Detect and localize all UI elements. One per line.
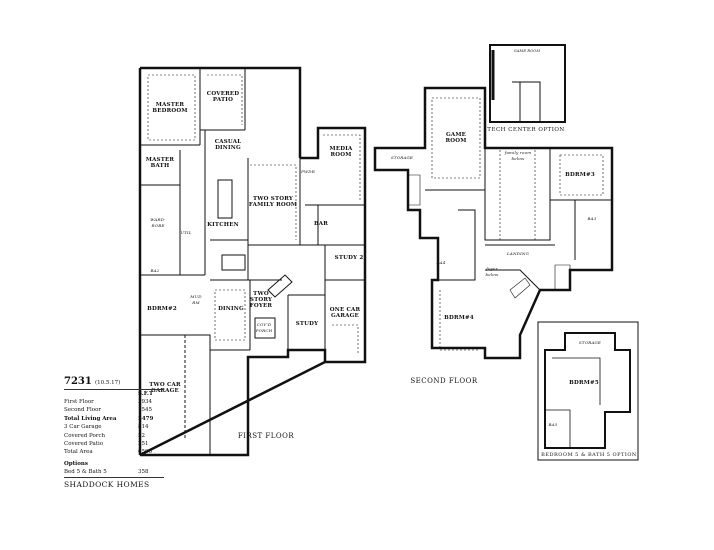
room-storage: STORAGE	[390, 155, 414, 160]
area-label: First Floor	[64, 399, 94, 405]
foyer-below-note: foyer below	[485, 266, 499, 277]
room-dining: DINING	[218, 306, 244, 312]
room-two-story-foyer: TWO STORY FOYER	[249, 291, 273, 309]
area-value: 1545	[138, 407, 152, 414]
area-value: 52	[138, 432, 145, 439]
room-bedroom-4: BDRM#4	[444, 315, 474, 321]
area-value: 3934	[138, 399, 152, 405]
area-value: 5479	[138, 415, 154, 422]
bed5-option-drawing	[544, 332, 631, 449]
room-bedroom-5: BDRM#5	[569, 380, 599, 386]
room-study-2: STUDY 2	[334, 255, 364, 261]
room-game-room: GAME ROOM	[445, 132, 467, 144]
room-bedroom-3: BDRM#3	[565, 172, 595, 178]
area-value: 251	[138, 440, 149, 447]
room-two-car-garage: TWO CAR GARAGE	[149, 382, 181, 394]
bed5-option-caption: BEDROOM 5 & BATH 5 OPTION	[541, 452, 637, 458]
room-bath-4: BA4	[436, 260, 446, 265]
family-room-below-note: family room below	[504, 150, 532, 161]
options-title: Options	[64, 460, 164, 468]
room-master-bath: MASTER BATH	[145, 157, 175, 169]
area-row: Total Living Area 5479	[64, 415, 164, 423]
area-row: Covered Patio 251	[64, 440, 164, 448]
builder-name: SHADDOCK HOMES	[64, 479, 150, 489]
area-summary-table: 7231 (10.5.17) S.F.T First Floor 3934 Sec…	[64, 376, 164, 489]
room-bath-5: BA5	[548, 422, 558, 427]
first-floor-caption: FIRST FLOOR	[237, 432, 295, 440]
option-value: 358	[138, 469, 149, 476]
room-bath-2: BA2	[150, 268, 160, 273]
area-value: 814	[138, 424, 149, 431]
sqft-header-row: S.F.T	[64, 389, 164, 398]
area-label: Total Area	[64, 449, 93, 456]
room-covered-patio: COVERED PATIO	[206, 91, 240, 103]
room-wardrobe: WARD- ROBE	[150, 217, 166, 228]
tech-center-option-drawing	[489, 44, 566, 123]
second-floor-walls	[373, 86, 614, 360]
tech-center-caption: TECH CENTER OPTION	[487, 127, 565, 133]
second-floor-interior	[407, 97, 612, 351]
area-label: Covered Patio	[64, 440, 104, 447]
area-label: Covered Porch	[64, 432, 106, 439]
plan-number: 7231	[64, 376, 92, 387]
first-floor-walls	[138, 66, 367, 457]
room-one-car-garage: ONE CAR GARAGE	[329, 307, 361, 319]
room-kitchen: KITCHEN	[207, 222, 239, 228]
area-label: Total Living Area	[64, 415, 117, 422]
second-floor-caption: SECOND FLOOR	[410, 377, 478, 385]
area-label: 3 Car Garage	[64, 424, 102, 431]
bed5-option-frame	[537, 321, 639, 461]
area-row: Covered Porch 52	[64, 432, 164, 440]
room-study: STUDY	[295, 321, 319, 327]
plan-number-line: 7231 (10.5.17)	[64, 376, 164, 387]
area-row: Second Floor 1545	[64, 406, 164, 414]
room-utility: UTIL	[180, 230, 192, 235]
area-label: Second Floor	[64, 407, 102, 414]
room-bedroom-2: BDRM#2	[147, 306, 177, 312]
option-label: Bed 5 & Bath 5	[64, 469, 107, 476]
room-bath-3: BA3	[587, 216, 597, 221]
room-covered-porch: COV'D PORCH	[255, 322, 273, 333]
option-row: Bed 5 & Bath 5 358	[64, 468, 164, 478]
area-value: 6596	[138, 449, 152, 456]
sqft-header: S.F.T	[138, 391, 154, 397]
options-label: Options	[64, 460, 89, 467]
room-master-bedroom: MASTER BEDROOM	[152, 102, 188, 114]
tech-center-game-room: GAME ROOM	[513, 49, 541, 53]
room-mud-room: MUD RM	[190, 294, 202, 305]
room-powder: PWDR	[301, 169, 315, 174]
plan-date: (10.5.17)	[95, 380, 121, 386]
room-family-room: TWO STORY FAMILY ROOM	[248, 196, 298, 208]
area-row: Total Area 6596	[64, 448, 164, 456]
area-row: 3 Car Garage 814	[64, 423, 164, 431]
first-floor-interior	[140, 68, 365, 455]
area-row: First Floor 3934	[64, 398, 164, 406]
room-media-room: MEDIA ROOM	[329, 146, 353, 158]
bed5-storage: STORAGE	[578, 340, 602, 345]
room-landing: LANDING	[507, 251, 529, 256]
room-casual-dining: CASUAL DINING	[214, 139, 242, 151]
room-bar: BAR	[313, 221, 329, 227]
